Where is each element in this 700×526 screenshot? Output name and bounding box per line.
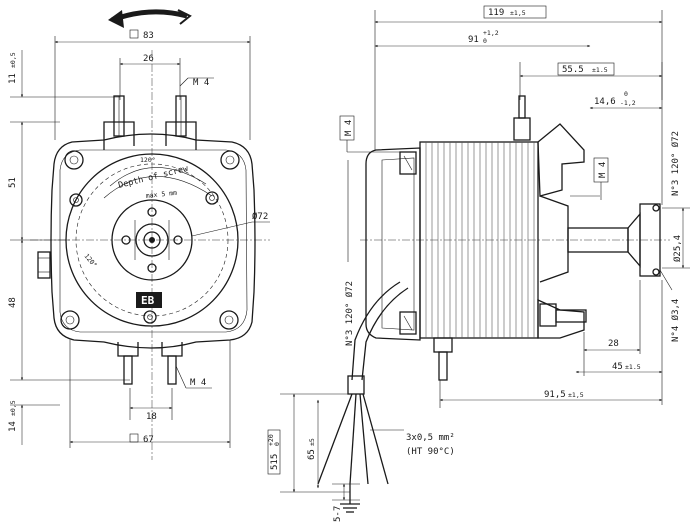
dim-bracket-offset-tol-upper: 0 [624, 90, 628, 98]
front-view: 83 26 M 4 11 ±0,5 51 48 14 ±0,5 [8, 9, 270, 460]
dim-strip-length: 65 [307, 449, 317, 460]
square-symbol-icon [129, 29, 139, 39]
thread-left: M 4 [344, 120, 354, 136]
dim-bottom-offset: 14 [8, 421, 18, 432]
wire-spec: 3x0,5 mm² [406, 433, 455, 443]
shaft-and-hub [567, 195, 661, 277]
holes-left: N°3 120° Ø72 [344, 281, 355, 346]
dim-cable-length-tol-upper: +20 [267, 434, 275, 446]
corner-screw-bosses [60, 150, 240, 330]
dim-body-length: 91 [468, 35, 479, 45]
stator-circle [65, 153, 239, 327]
holes-top: N°3 120° Ø72 [670, 131, 681, 196]
dim-rear-length: 91,5 [544, 390, 566, 400]
svg-text:EB: EB [141, 294, 155, 307]
dim-cable-length-tol-lower: 0 [273, 442, 281, 446]
dim-bolt-spacing: 26 [143, 54, 154, 64]
ground-symbol-icon [340, 484, 360, 513]
dim-overall-length-tol: ±1,5 [510, 9, 526, 17]
dim-shaft-diameter: Ø25,4 [672, 235, 683, 262]
dim-hub-length: 28 [608, 339, 619, 349]
dim-bracket-length: 55.5 [562, 65, 584, 75]
screw-depth-label-line2: max 5 mm [145, 189, 177, 200]
dim-bottom-offset-tol: ±0,5 [9, 400, 17, 416]
dim-strip-length-tol: ±5 [308, 438, 316, 446]
dim-body-length-tol-upper: +1,2 [483, 29, 499, 37]
dim-rear-length-tol: ±1,5 [568, 391, 584, 399]
dim-cable-length: 515 [270, 454, 280, 470]
side-view: 119 ±1,5 91 +1,2 0 55.5 ±1.5 14,6 0 -1,2… [267, 5, 690, 522]
dim-bolt-circle: Ø72 [252, 211, 268, 222]
dim-wire-end: 5-7 [333, 506, 343, 522]
supply-cable [317, 281, 409, 485]
stator-laminations [419, 141, 539, 339]
angle-top: 120° [140, 156, 156, 164]
bottom-mounting-studs [117, 342, 183, 385]
manufacturer-logo: EB [136, 292, 162, 308]
rear-bracket [513, 95, 587, 339]
dim-shaft-offset-tol: ±1.5 [625, 363, 641, 371]
dim-overall-length: 119 [488, 8, 504, 18]
bottom-stud-side [433, 337, 453, 353]
angle-bottom: 120° [82, 252, 98, 269]
dim-bracket-offset-tol-lower: -1,2 [620, 99, 636, 107]
dim-top-offset: 11 [8, 73, 18, 84]
dim-shaft-offset: 45 [612, 362, 623, 372]
dim-bracket-length-tol: ±1.5 [592, 66, 608, 74]
dim-square-bottom: 67 [143, 435, 154, 445]
thread-top: M 4 [193, 78, 209, 88]
motor-housing-side [365, 147, 421, 341]
dim-lower-height: 48 [8, 297, 18, 308]
wire-temp: (HT 90°C) [406, 447, 455, 457]
dim-bracket-offset: 14,6 [594, 97, 616, 107]
dim-bottom-spacing: 18 [146, 412, 157, 422]
thread-right: M 4 [598, 162, 608, 178]
dim-body-length-tol-lower: 0 [483, 37, 487, 45]
rotation-direction-arrow-icon [108, 9, 192, 28]
thread-bottom: M 4 [190, 378, 206, 388]
hub-plate [111, 199, 193, 281]
dim-top-offset-tol: ±0,5 [9, 52, 17, 68]
dim-upper-height: 51 [8, 177, 18, 188]
top-mounting-studs [103, 95, 197, 150]
cable-grommet [37, 251, 51, 279]
dim-square-top: 83 [143, 31, 154, 41]
holes-hub: N°4 Ø3,4 [670, 299, 681, 342]
